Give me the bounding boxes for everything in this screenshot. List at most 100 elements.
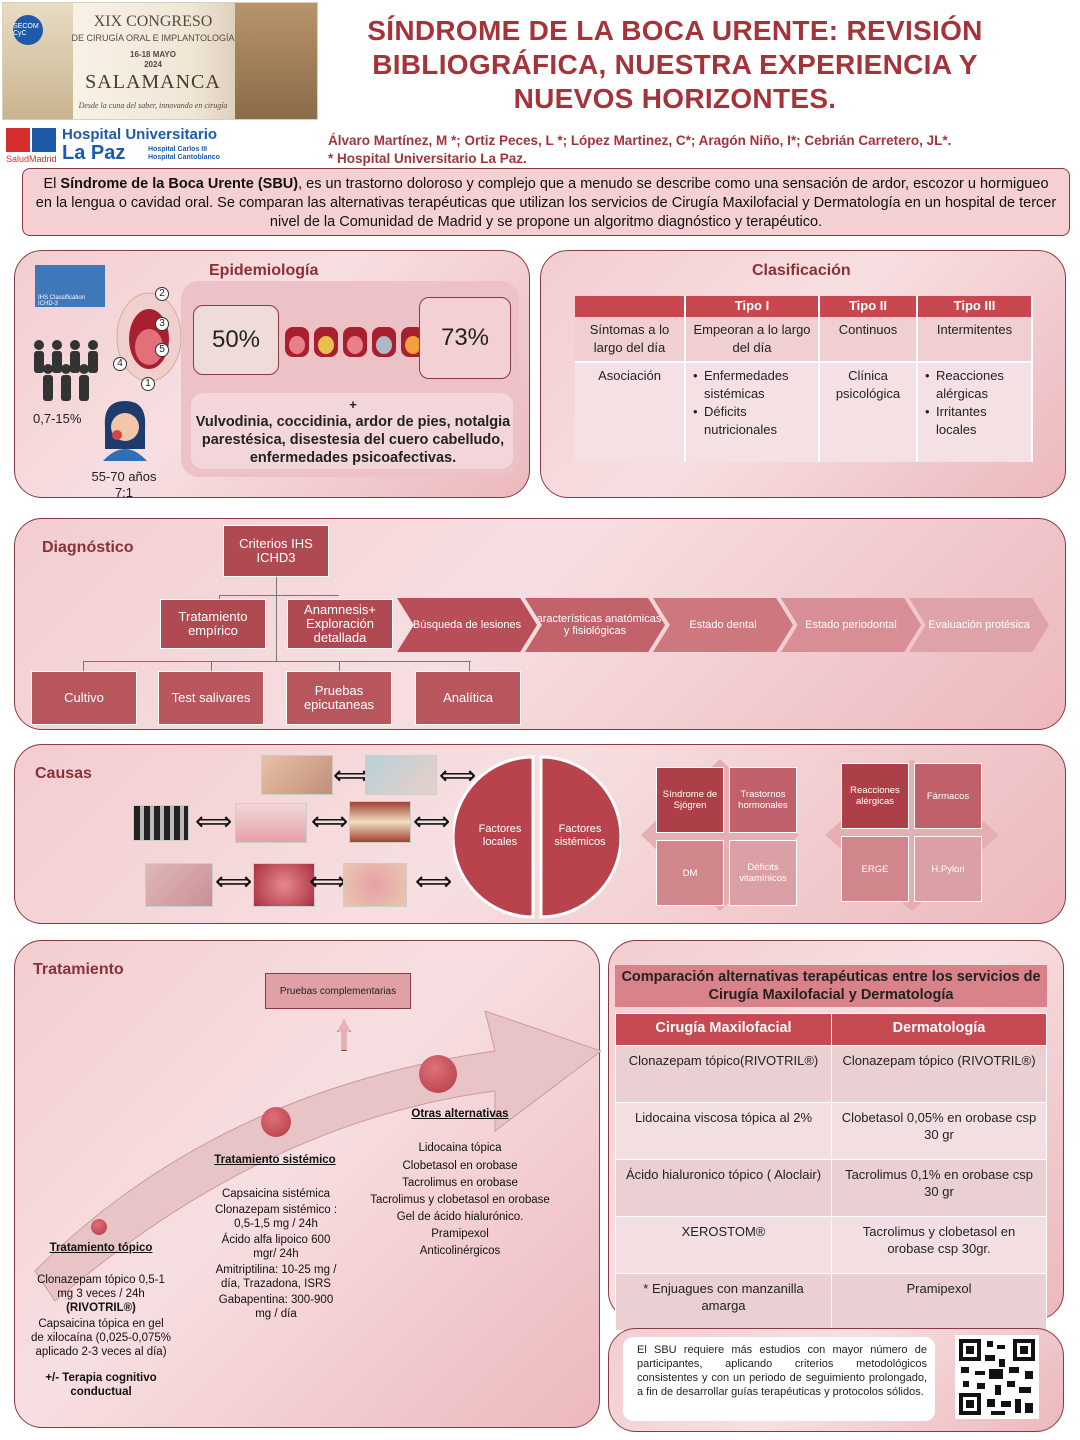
hospital-sub1: Hospital Carlos III <box>148 146 208 153</box>
photo-teeth <box>349 801 411 843</box>
congress-motto: Desde la cuna del saber, innovando en ci… <box>78 101 228 110</box>
congress-logo: SECOM CyC XIX CONGRESO DE CIRUGÍA ORAL E… <box>2 2 318 120</box>
age-range: 55-70 años <box>91 469 157 484</box>
cmp-cell: Lidocaina viscosa tópica al 2% <box>615 1102 832 1160</box>
step-dot <box>261 1107 291 1137</box>
systemic-item: Clonazepam sistémico : 0,5-1,5 mg / 24h <box>214 1204 338 1230</box>
poster-title: SÍNDROME DE LA BOCA URENTE: REVISIÓN BIB… <box>367 15 983 114</box>
systemic-item: Gabapentina: 300-900 mg / día <box>218 1294 334 1320</box>
cause-box: Fármacos <box>914 763 982 829</box>
mouth-zone-marker: 5 <box>155 343 169 357</box>
topical-item: Clonazepam tópico 0,5-1 mg 3 veces / 24h <box>37 1274 165 1300</box>
hospital-logo: SaludMadrid Hospital Universitario La Pa… <box>4 126 324 164</box>
cause-box: Trastornos hormonales <box>729 767 797 833</box>
comparison-panel: Comparación alternativas terapéuticas en… <box>608 940 1064 1331</box>
intro-post: , es un trastorno doloroso y complejo qu… <box>35 176 1057 230</box>
authors: Álvaro Martínez, M *; Ortiz Peces, L *; … <box>328 132 1068 168</box>
prevalence: 0,7-15% <box>33 411 82 426</box>
photo-tongue <box>253 863 315 907</box>
intro-pre: El <box>43 176 61 192</box>
congress-line1: XIX CONGRESO <box>93 13 213 30</box>
ihs-label: IHS Classification ICHD-3 <box>38 295 86 307</box>
tongues-icon <box>285 327 425 357</box>
double-arrow-icon: ⟺ <box>413 806 451 836</box>
cls-header <box>575 296 686 317</box>
congress-city: SALAMANCA <box>85 71 221 93</box>
cls-item: Reacciones alérgicas <box>924 367 1025 403</box>
photo-habit <box>261 755 333 795</box>
cmp-cell: Tacrolimus 0,1% en orobase csp 30 gr <box>831 1159 1047 1217</box>
congress-line2: DE CIRUGÍA ORAL E IMPLANTOLOGÍA <box>71 33 235 43</box>
intro-bold: Síndrome de la Boca Urente (SBU) <box>60 176 299 192</box>
ihs-logo: IHS Classification ICHD-3 <box>35 265 105 307</box>
diag-step: Búsqueda de lesiones <box>397 598 537 652</box>
population-icon <box>34 340 98 401</box>
photo-habit <box>365 755 437 795</box>
intro-box: El Síndrome de la Boca Urente (SBU), es … <box>22 168 1070 236</box>
topical-item: Capsaicina tópica en gel de xilocaína (0… <box>31 1318 172 1358</box>
comparison-title: Comparación alternativas terapéuticas en… <box>615 965 1047 1007</box>
step-dot <box>419 1055 457 1093</box>
congress-year: 2024 <box>144 60 162 69</box>
systemic-heading: Tratamiento sistémico <box>214 1154 336 1166</box>
photo-tongue2 <box>343 863 407 907</box>
cls-cell: Síntomas a lo largo del día <box>575 317 686 363</box>
cmp-cell: Tacrolimus y clobetasol en orobase csp 3… <box>831 1216 1047 1274</box>
causes-title: Causas <box>35 765 92 782</box>
plus-sign: + <box>349 397 357 412</box>
systemic-item: Capsaicina sistémica <box>221 1188 330 1200</box>
others-heading: Otras alternativas <box>411 1108 509 1120</box>
cls-item: Déficits nutricionales <box>692 403 812 439</box>
cls-item: Enfermedades sistémicas <box>692 367 812 403</box>
treatment-title: Tratamiento <box>33 961 124 978</box>
authors-affiliation: * Hospital Universitario La Paz. <box>328 151 527 166</box>
causes-panel: Causas ⟺ ⟺ ⟺ ⟺ ⟺ ⟺ ⟺ ⟺ Factores locales … <box>14 744 1066 924</box>
madrid-flag-icon <box>6 128 30 152</box>
diag-test: Pruebas epicutaneas <box>286 671 392 725</box>
cls-cell: Asociación <box>575 362 686 462</box>
diag-step: Estado dental <box>653 598 793 652</box>
cmp-cell: Clonazepam tópico (RIVOTRIL®) <box>831 1045 1047 1103</box>
cmp-cell: Ácido hialuronico tópico ( Aloclair) <box>615 1159 832 1217</box>
hospital-name2: La Paz <box>62 142 126 164</box>
other-item: Lidocaina tópica <box>418 1142 502 1154</box>
diag-step: Características anatómicas y fisiológica… <box>525 598 665 652</box>
cls-header: Tipo I <box>685 296 820 317</box>
other-item: Tacrolimus en orobase <box>402 1177 518 1189</box>
topical-item: +/- Terapia cognitivo conductual <box>45 1372 157 1398</box>
cmp-cell: Clonazepam tópico(RIVOTRIL®) <box>615 1045 832 1103</box>
treatment-arrow <box>34 1010 601 1302</box>
photo-mucosa <box>145 863 213 907</box>
diagnosis-title: Diagnóstico <box>42 539 134 556</box>
cls-cell: Empeoran a lo largo del día <box>685 317 820 363</box>
mouth-zone-marker: 1 <box>141 377 155 391</box>
hospital-name1: Hospital Universitario <box>62 126 218 143</box>
double-arrow-icon: ⟺ <box>415 866 453 896</box>
other-item: Clobetasol en orobase <box>402 1160 518 1172</box>
mouth-zone-marker: 2 <box>155 287 169 301</box>
other-item: Pramipexol <box>431 1228 489 1240</box>
cls-item: Irritantes locales <box>924 403 1025 439</box>
epidemiology-title: Epidemiología <box>209 262 319 279</box>
other-item: Tacrolimus y clobetasol en orobase <box>370 1194 550 1206</box>
systemic-item: Amitriptilina: 10-25 mg / día, Trazadona… <box>215 1264 337 1290</box>
qr-code-icon[interactable] <box>955 1335 1039 1419</box>
cmp-header: Cirugía Maxilofacial <box>615 1013 832 1046</box>
diag-test: Cultivo <box>31 671 137 725</box>
double-arrow-icon: ⟺ <box>439 760 477 790</box>
treatment-panel: Tratamiento Pruebas complementarias Trat… <box>14 940 601 1428</box>
cause-box: Síndrome de Sjögren <box>656 767 724 833</box>
cause-box: ERGE <box>841 836 909 902</box>
woman-pain-icon <box>103 401 147 461</box>
cause-box: Déficits vitamínicos <box>729 840 797 906</box>
photo-xray <box>133 805 189 841</box>
cls-cell: Intermitentes <box>917 317 1033 363</box>
congress-dates: 16-18 MAYO <box>130 50 176 59</box>
cause-box: H.Pylori <box>914 836 982 902</box>
society-logo-icon: SECOM CyC <box>13 15 43 45</box>
empirical-box: Tratamiento empírico <box>160 599 266 649</box>
diag-test: Analítica <box>415 671 521 725</box>
cmp-header: Dermatología <box>831 1013 1047 1046</box>
